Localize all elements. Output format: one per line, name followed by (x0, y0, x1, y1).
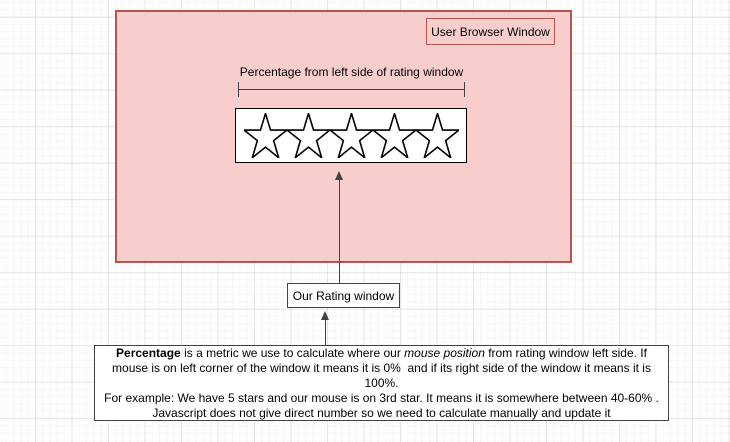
star-icon (330, 113, 373, 158)
percentage-measure-label: Percentage from left side of rating wind… (239, 65, 464, 79)
rating-window-label-box[interactable]: Our Rating window (287, 283, 400, 308)
star-icon (416, 113, 459, 158)
rating-window-label: Our Rating window (292, 288, 395, 303)
rating-stars-box[interactable] (235, 108, 467, 163)
browser-window-label-box[interactable]: User Browser Window (426, 18, 555, 45)
note-text-after-bold: is a metric we use to calculate where ou… (180, 345, 405, 360)
arrow-up-icon (321, 311, 329, 320)
note-paragraph-example: For example: We have 5 stars and our mou… (104, 390, 663, 420)
note-paragraph-definition: Percentage is a metric we use to calcula… (101, 346, 662, 391)
browser-window-rect[interactable]: User Browser Window Percentage from left… (115, 10, 572, 263)
note-italic-phrase: mouse position (404, 345, 485, 360)
arrow-line (339, 178, 340, 283)
arrow-to-stars[interactable] (335, 171, 344, 283)
note-text-after-italic: from rating window left side. If mouse i… (112, 345, 655, 390)
browser-window-label: User Browser Window (431, 24, 550, 39)
measure-line[interactable] (238, 82, 465, 97)
star-icon (373, 113, 416, 158)
measure-tick-right (464, 82, 465, 97)
note-bold-lead: Percentage (116, 345, 181, 360)
arrow-up-icon (335, 171, 343, 180)
measure-tick-left (238, 82, 239, 97)
arrow-to-rating-box[interactable] (321, 311, 330, 345)
arrow-line (325, 318, 326, 345)
percentage-note-box[interactable]: Percentage is a metric we use to calcula… (94, 345, 669, 421)
star-icon (244, 113, 287, 158)
star-icon (287, 113, 330, 158)
